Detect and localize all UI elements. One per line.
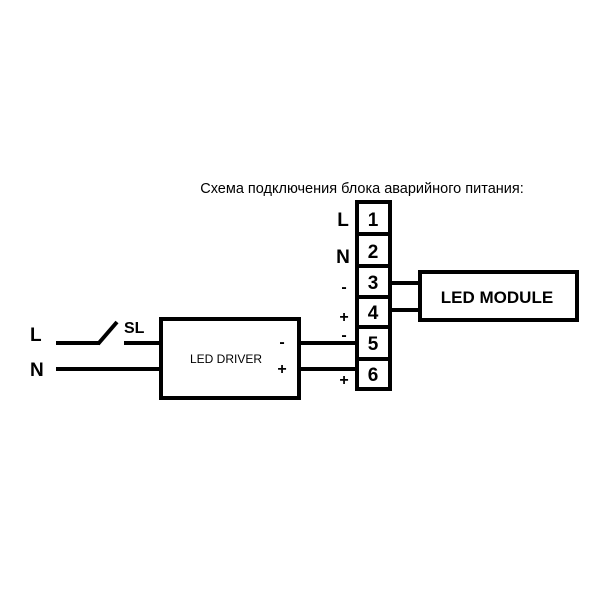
led-module-label: LED MODULE xyxy=(441,288,553,307)
terminal-2-label: N xyxy=(336,247,350,268)
led-driver-label: LED DRIVER xyxy=(190,352,262,366)
led-driver-box xyxy=(159,317,301,400)
driver-minus-label: - xyxy=(279,334,284,351)
terminal-6-number: 6 xyxy=(368,365,379,386)
input-line-label: L xyxy=(30,325,42,346)
terminal-5-number: 5 xyxy=(368,334,379,355)
switched-line-label: SL xyxy=(124,320,145,337)
terminal-1-label: L xyxy=(337,210,349,231)
terminal-block: 1 2 3 4 5 6 L N - + - + xyxy=(336,200,392,391)
terminal-6-label: + xyxy=(339,372,348,389)
driver-plus-label: + xyxy=(277,361,286,378)
terminal-2-number: 2 xyxy=(368,242,379,263)
led-module-box xyxy=(418,270,579,322)
terminal-5-label: - xyxy=(341,327,346,344)
input-wires xyxy=(56,281,420,371)
diagram-title: Схема подключения блока аварийного питан… xyxy=(200,181,524,197)
terminal-4-label: + xyxy=(339,309,348,326)
input-neutral-label: N xyxy=(30,360,44,381)
terminal-3-number: 3 xyxy=(368,273,379,294)
terminal-3-label: - xyxy=(341,279,346,296)
terminal-1-number: 1 xyxy=(368,210,379,231)
terminal-4-number: 4 xyxy=(368,303,379,324)
